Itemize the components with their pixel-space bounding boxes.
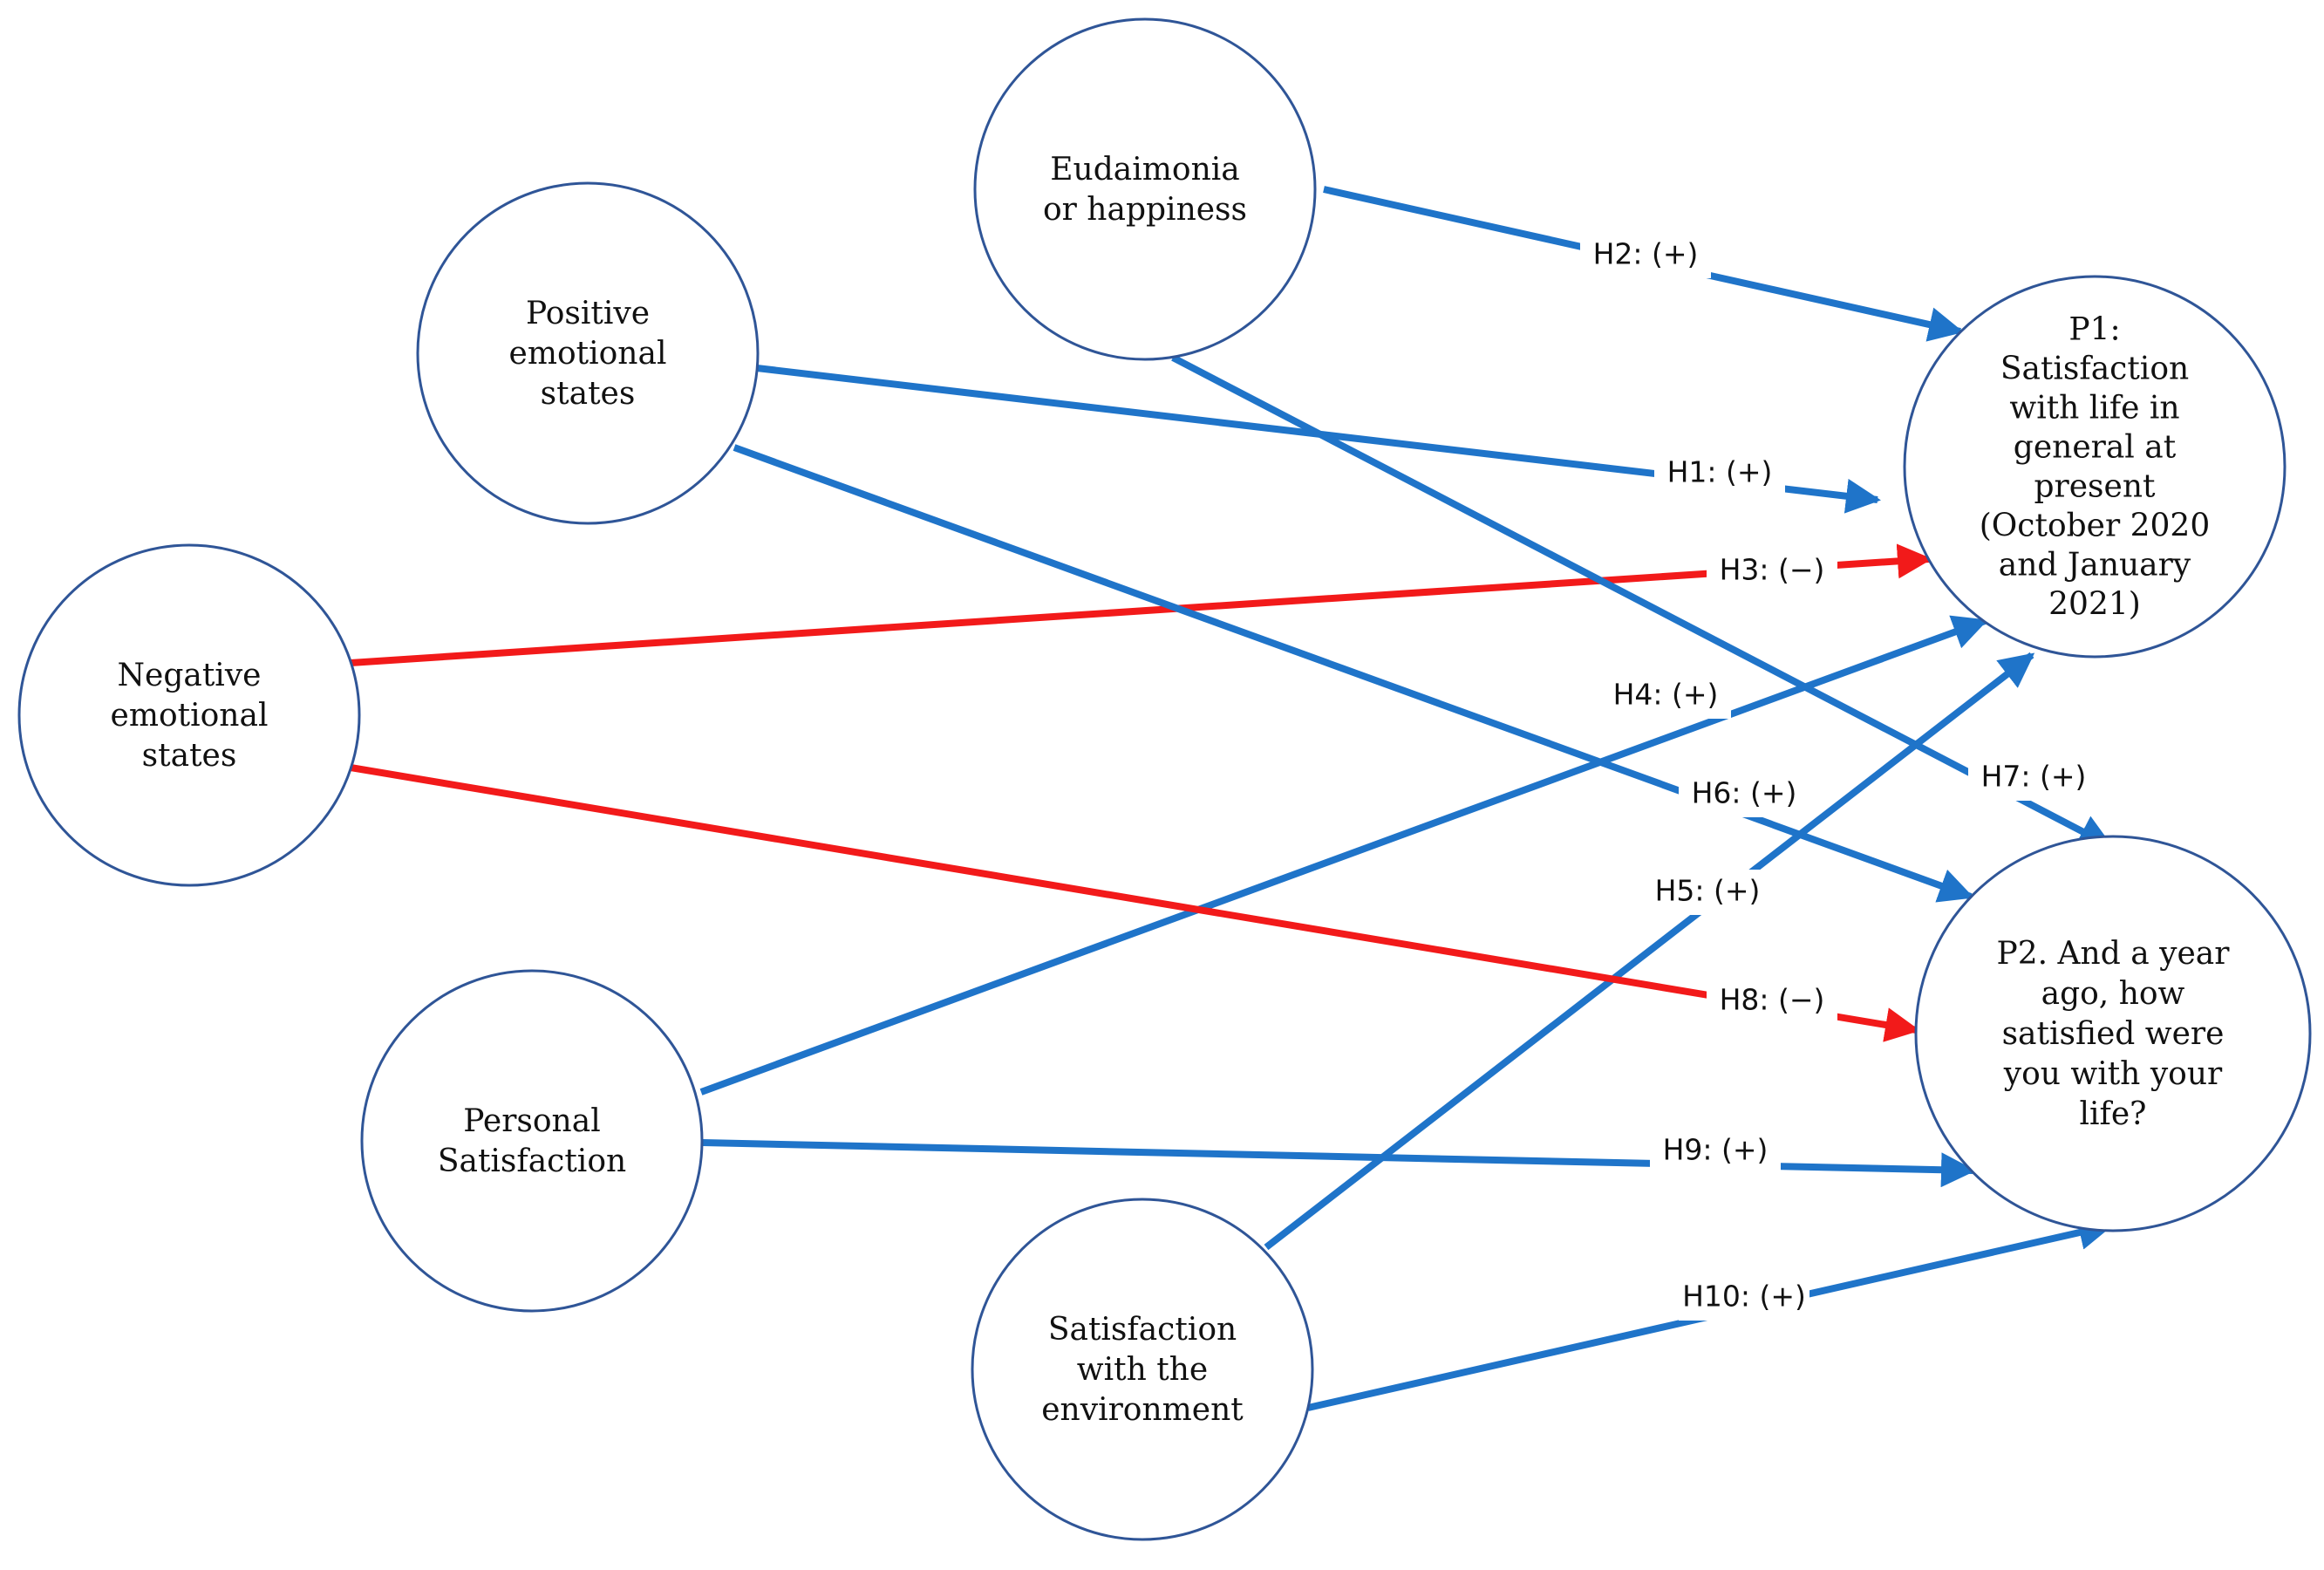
node-p1-text-line: Satisfaction: [2000, 352, 2189, 387]
edge-h4-label-background: [1600, 673, 1731, 719]
edge-h9-label: H9: (+): [1663, 1133, 1769, 1167]
edge-h8-label-background: [1707, 979, 1837, 1024]
edge-h10-label-group: H10: (+): [1679, 1275, 1809, 1321]
edge-h4-label: H4: (+): [1613, 678, 1719, 712]
edge-h6-arrow: [733, 444, 1974, 903]
node-environment-circle: [971, 1198, 1314, 1541]
edge-h7-label: H7: (+): [1981, 760, 2087, 794]
edge-h2-label: H2: (+): [1593, 237, 1699, 271]
node-negative-text-line: Negative: [118, 658, 262, 693]
edge-h3-label: H3: (−): [1720, 553, 1825, 587]
edge-h5-label-group: H5: (+): [1642, 870, 1773, 915]
edge-h7-arrow: [1171, 354, 2114, 850]
edge-h9-label-group: H9: (+): [1650, 1129, 1781, 1174]
edge-h8-arrow: [350, 764, 1920, 1042]
edge-h9-arrow: [702, 1139, 1976, 1188]
node-p1-circle: [1903, 275, 2287, 659]
edge-h10-label: H10: (+): [1682, 1280, 1806, 1314]
node-environment-text-line: with the: [1077, 1352, 1208, 1388]
edge-h8-label: H8: (−): [1720, 983, 1825, 1017]
node-positive-text-line: emotional: [509, 336, 667, 372]
node-negative-circle: [17, 543, 361, 887]
node-p1-text-line: present: [2034, 469, 2157, 505]
node-negative-text-line: emotional: [111, 698, 269, 734]
node-personal-circle: [360, 969, 704, 1313]
node-p2: P2. And a year ago, how satisfied were you …: [1914, 835, 2312, 1232]
edge-h2-label-background: [1580, 233, 1711, 278]
node-eudaimonia-text-line: or happiness: [1043, 192, 1247, 228]
node-positive: Positive emotional states: [416, 181, 760, 525]
node-eudaimonia: Eudaimonia or happiness: [973, 17, 1317, 361]
node-p2-text-line: life?: [2080, 1096, 2147, 1132]
edge-h4-arrow: [699, 615, 1988, 1096]
edge-h7-label-group: H7: (+): [1968, 755, 2099, 801]
node-p2-text-line: satisfied were: [2002, 1016, 2225, 1052]
edges-layer: [350, 186, 2114, 1411]
edge-h3-label-background: [1707, 549, 1837, 594]
node-positive-circle: [416, 181, 760, 525]
edge-h5-label-background: [1642, 870, 1773, 915]
node-personal-text-line: Satisfaction: [438, 1143, 626, 1179]
node-environment-text-line: Satisfaction: [1048, 1312, 1237, 1348]
edge-h3-label-group: H3: (−): [1707, 549, 1837, 594]
node-eudaimonia-text-line: Eudaimonia: [1050, 152, 1239, 188]
edge-h6-label-background: [1679, 772, 1809, 817]
node-negative: Negative emotional states: [17, 543, 361, 887]
edge-h2-label-group: H2: (+): [1580, 233, 1711, 278]
node-negative-text-line: states: [142, 738, 237, 774]
node-positive-text-line: states: [541, 376, 636, 412]
node-p2-text-line: you with your: [2003, 1056, 2223, 1092]
edge-h6-label-group: H6: (+): [1679, 772, 1809, 817]
edge-h10-label-background: [1679, 1275, 1809, 1321]
node-environment-text-line: environment: [1041, 1392, 1244, 1428]
edge-h9-label-background: [1650, 1129, 1781, 1174]
node-personal-text-line: Personal: [463, 1103, 600, 1139]
edge-h1-label-group: H1: (+): [1654, 451, 1785, 496]
node-p1-text-line: general at: [2014, 430, 2177, 466]
edge-h1-label: H1: (+): [1667, 455, 1773, 489]
node-environment: Satisfaction with the environment: [971, 1198, 1314, 1541]
node-p2-text-line: P2. And a year: [1997, 936, 2231, 972]
edge-h5-label: H5: (+): [1655, 874, 1761, 908]
edge-h8-label-group: H8: (−): [1707, 979, 1837, 1024]
edge-h4-label-group: H4: (+): [1600, 673, 1731, 719]
node-p1-text-line: and January: [1999, 548, 2191, 584]
node-p2-circle: [1914, 835, 2312, 1232]
node-p1-text-line: 2021): [2048, 587, 2141, 623]
node-positive-text-line: Positive: [526, 296, 650, 331]
node-p1-text-line: with life in: [2009, 391, 2179, 427]
node-p1-text-line: (October 2020: [1980, 509, 2210, 544]
node-p2-text-line: ago, how: [2041, 976, 2185, 1012]
node-eudaimonia-circle: [973, 17, 1317, 361]
node-p1-text-line: P1:: [2068, 312, 2120, 348]
edge-h5-arrow: [1264, 652, 2035, 1251]
edge-h7-label-background: [1968, 755, 2099, 801]
edge-h3-arrow: [350, 543, 1932, 666]
edge-h1-label-background: [1654, 451, 1785, 496]
edge-h6-label: H6: (+): [1692, 776, 1797, 810]
edge-labels-layer: H1: (+) H2: (+) H3: (−) H4: (+) H5: (+) H6: (…: [1580, 233, 2099, 1321]
